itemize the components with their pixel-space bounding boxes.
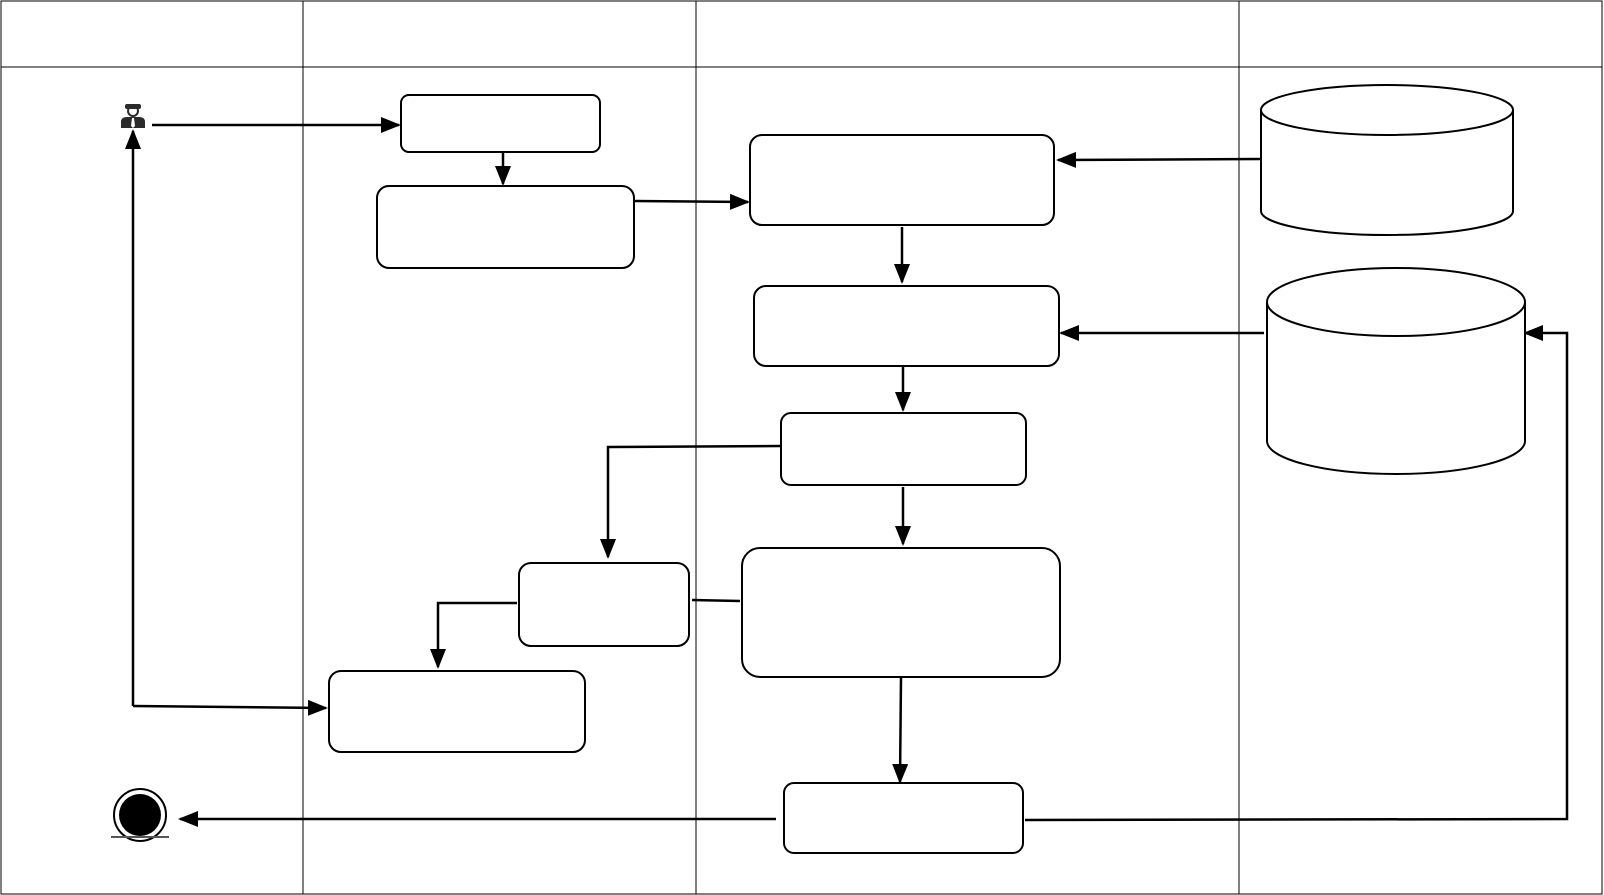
activity-box-f [518,562,690,647]
datastore-1-body [1260,110,1514,236]
activity-box-b [376,185,635,269]
activity-box-h-shape [328,670,586,753]
activity-box-a [400,94,601,153]
datastore-2-top [1266,267,1526,337]
datastore-nodes [1260,84,1526,475]
datastore-2 [1266,267,1526,475]
edge-box-g-to-box-i [892,676,909,784]
activity-box-i [783,782,1024,854]
activity-box-b-shape [376,185,635,269]
edge-box-f-to-box-h [430,601,517,669]
activity-box-g-shape [741,547,1061,678]
datastore-1-top [1260,84,1514,136]
activity-box-i-shape [783,782,1024,854]
activity-nodes [328,94,1061,854]
activity-box-c-shape [749,134,1055,226]
datastore-1 [1260,84,1514,236]
edge-box-e-to-box-f [600,444,781,559]
activity-box-f-shape [518,562,690,647]
activity-box-g [741,547,1061,678]
activity-box-h [328,670,586,753]
activity-box-a-shape [400,94,601,153]
activity-box-e-shape [780,412,1027,486]
activity-box-d-shape [753,285,1060,367]
final-node-icon [111,788,169,842]
connectors [125,117,1569,827]
person-icon [121,104,145,128]
edge-box-i-to-db2 [1024,325,1569,822]
edge-loop-to-box-h [132,699,328,716]
activity-box-e [780,412,1027,486]
activity-box-d [753,285,1060,367]
edge-box-g-to-box-f [691,598,741,603]
activity-box-c [749,134,1055,226]
edge-box-b-to-box-c [634,193,750,210]
datastore-2-body [1266,302,1526,475]
edge-db1-to-box-c [1056,151,1261,168]
